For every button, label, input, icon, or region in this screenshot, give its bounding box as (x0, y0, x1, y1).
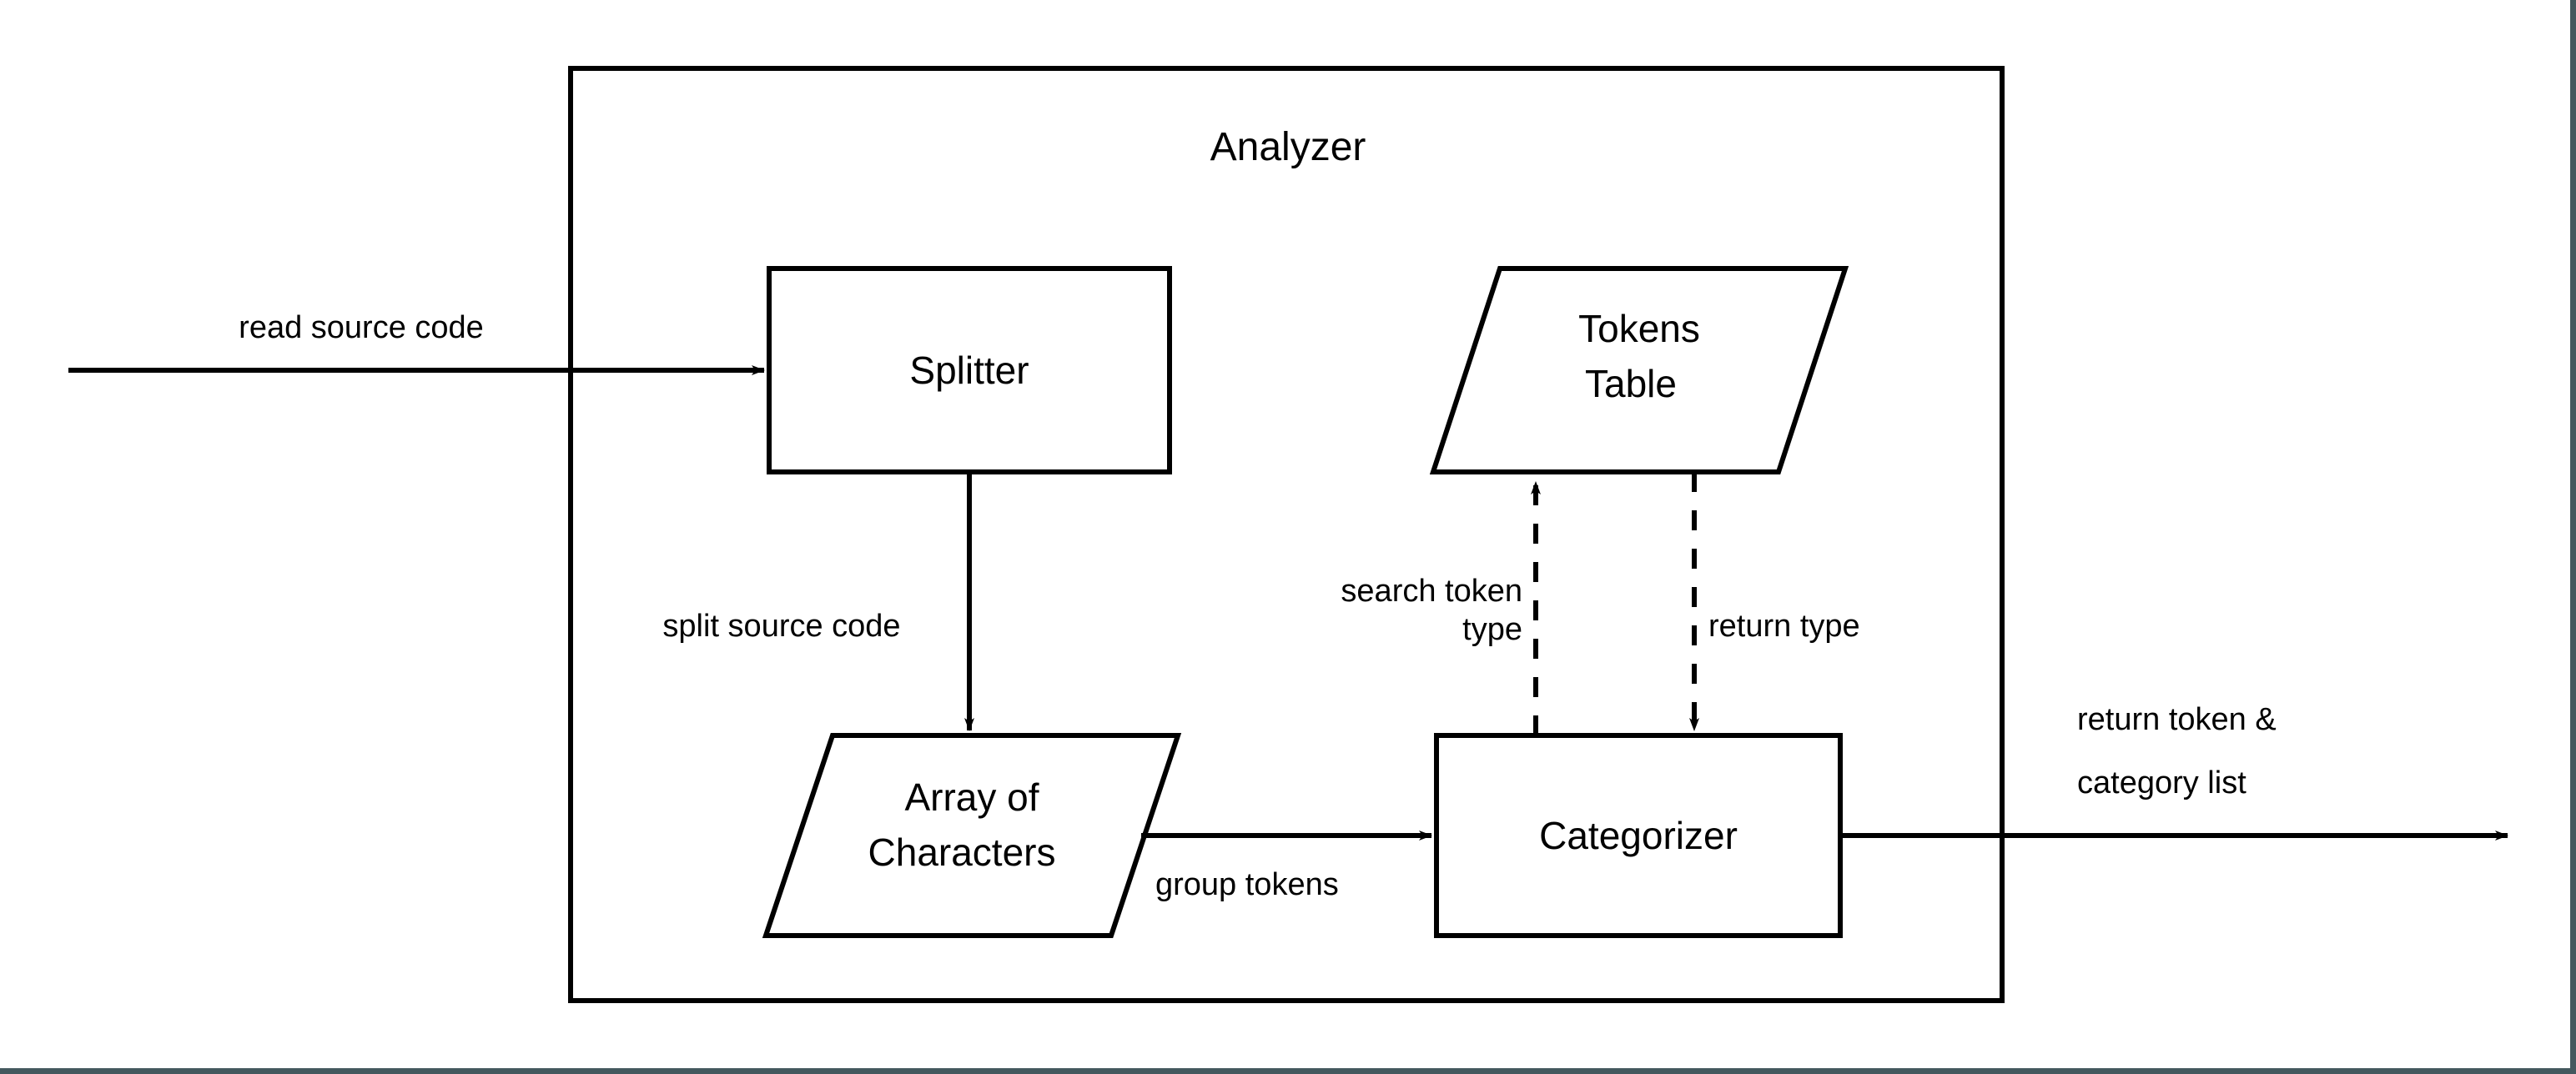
tokens-table-node-shape (1429, 266, 1849, 474)
analyzer-title: Analyzer (1210, 125, 1366, 169)
window-chrome-right-bar (2570, 0, 2576, 1074)
analyzer-container-box (568, 66, 2005, 1003)
edge-label-search-token-type-line1: search token (1341, 574, 1522, 609)
edge-label-search-token-type-line2: type (1462, 612, 1522, 647)
array-of-characters-node-shape (762, 733, 1182, 938)
categorizer-node-label: Categorizer (1539, 814, 1738, 857)
edge-label-group-tokens: group tokens (1155, 867, 1339, 902)
edge-label-return-type: return type (1708, 609, 1860, 644)
array-of-characters-node-label-line2: Characters (868, 831, 1056, 874)
window-chrome-bottom-bar (0, 1068, 2576, 1074)
edge-label-return-token-line2: category list (2077, 765, 2246, 800)
edge-label-split-source-code: split source code (662, 609, 901, 644)
splitter-node-label: Splitter (909, 349, 1029, 392)
edge-label-return-token-line1: return token & (2077, 702, 2277, 737)
categorizer-node-shape (1434, 733, 1843, 938)
edge-label-read-source-code: read source code (239, 310, 484, 345)
tokens-table-node-label-line2: Table (1585, 362, 1677, 405)
array-of-characters-node-label-line1: Array of (904, 775, 1039, 819)
tokens-table-node-label-line1: Tokens (1578, 307, 1700, 350)
